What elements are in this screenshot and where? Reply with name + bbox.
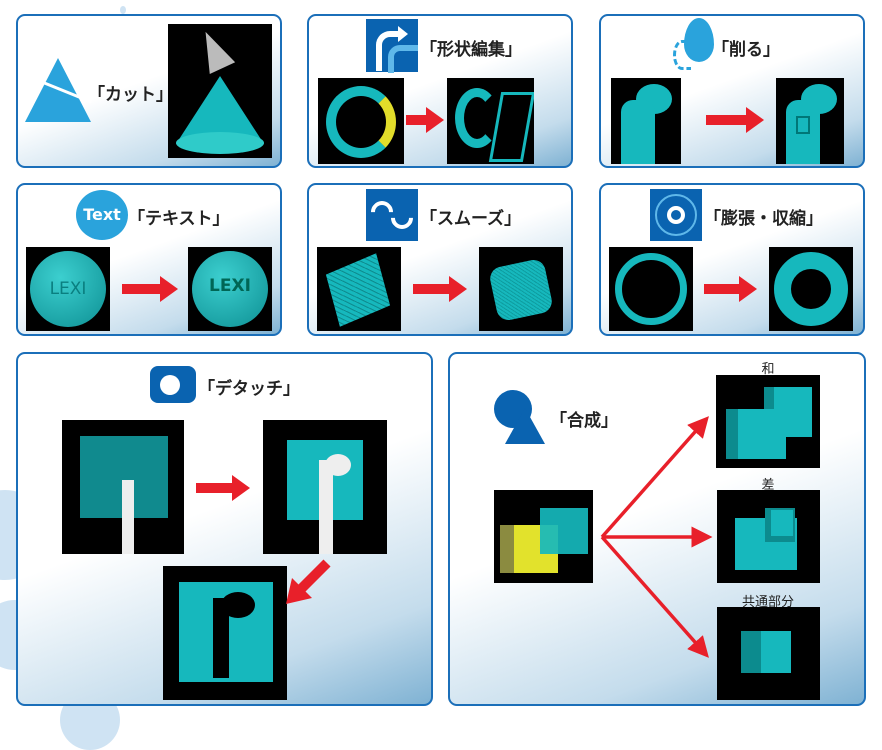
detach-before-image xyxy=(62,420,184,554)
boolean-input-image xyxy=(494,490,593,583)
smooth-after-image xyxy=(479,247,563,331)
arrow-down-left-icon xyxy=(296,559,331,594)
arrows-overlay xyxy=(286,416,713,658)
smooth-wave-icon xyxy=(366,189,418,241)
carve-before-image xyxy=(611,78,681,164)
arrow-right-icon xyxy=(706,107,764,133)
triangle-icon xyxy=(505,408,545,444)
label-smooth: 「スムーズ」 xyxy=(420,209,522,229)
label-union: 和 xyxy=(761,362,775,377)
label-carve: 「削る」 xyxy=(712,40,780,60)
label-dilate: 「膨張・収縮」 xyxy=(704,209,823,229)
detach-result-image xyxy=(163,566,287,700)
label-difference: 差 xyxy=(761,478,775,493)
cut-cone-image xyxy=(168,24,272,158)
curved-arrow-icon xyxy=(366,19,418,73)
shape-edit-before-image xyxy=(318,78,404,164)
smooth-before-image xyxy=(317,247,401,331)
text-after-image: LEXI xyxy=(188,247,272,331)
label-intersection: 共通部分 xyxy=(741,595,794,610)
arrow-right-icon xyxy=(122,276,178,302)
label-text: 「テキスト」 xyxy=(128,209,230,229)
background-bubble xyxy=(120,6,126,14)
arrow-right-icon xyxy=(413,276,467,302)
carve-dashed-icon xyxy=(673,40,691,70)
union-result-image xyxy=(716,375,820,468)
label-cut: 「カット」 xyxy=(88,85,173,105)
shape-edit-after-image xyxy=(447,78,534,164)
label-boolean: 「合成」 xyxy=(550,411,618,431)
arrow-intersection-icon xyxy=(600,535,709,658)
expand-contract-icon xyxy=(650,189,702,241)
text-before-image: LEXI xyxy=(26,247,110,331)
carve-after-image xyxy=(776,78,844,164)
detach-after-image xyxy=(263,420,387,554)
detach-icon xyxy=(150,366,196,403)
arrow-right-icon xyxy=(704,276,757,302)
intersection-result-image xyxy=(717,607,820,700)
text-icon: Text xyxy=(76,190,128,240)
label-detach: 「デタッチ」 xyxy=(198,379,300,399)
difference-result-image xyxy=(717,490,820,583)
arrow-right-icon xyxy=(196,475,250,501)
dilate-before-image xyxy=(609,247,693,331)
label-shape-edit: 「形状編集」 xyxy=(420,40,522,60)
arrow-right-icon xyxy=(406,107,444,133)
dilate-after-image xyxy=(769,247,853,331)
arrow-union-icon xyxy=(600,416,709,539)
